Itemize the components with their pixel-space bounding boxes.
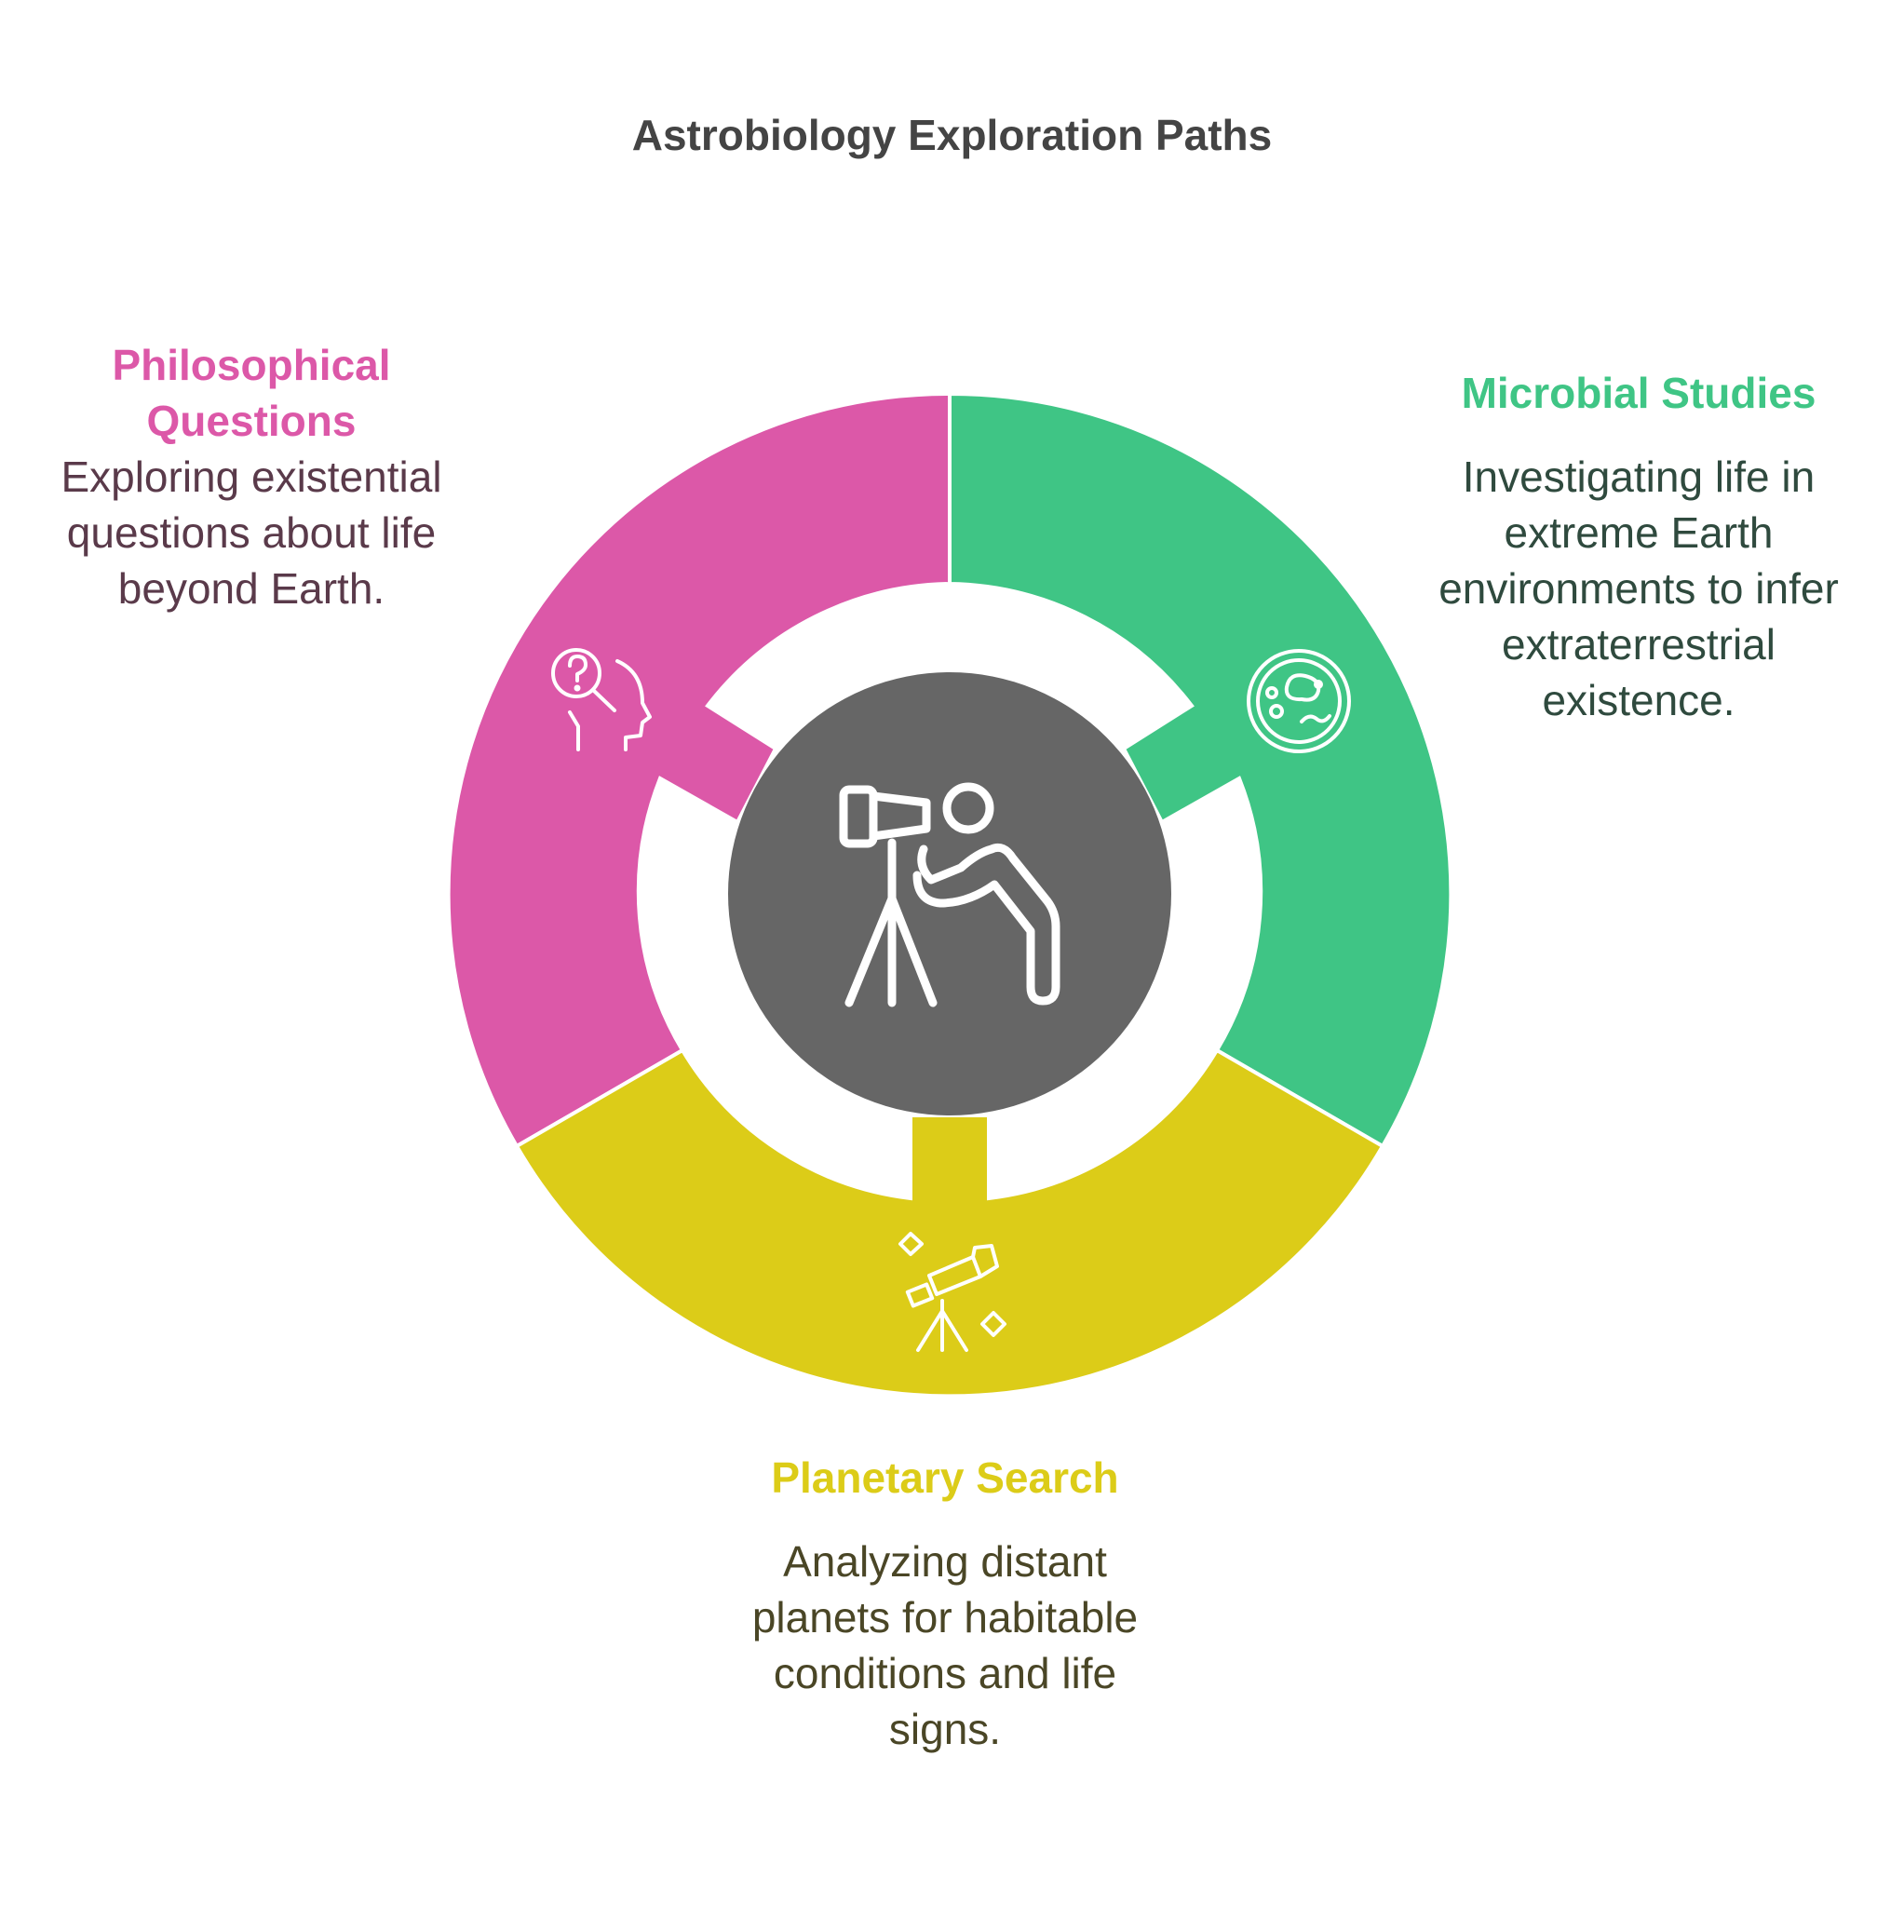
segment-philosophical[interactable]: [446, 391, 952, 1149]
center-circle: [728, 672, 1171, 1115]
microbial-title: Microbial Studies: [1461, 369, 1816, 417]
petri-dish-icon: [1247, 649, 1351, 753]
planetary-title: Planetary Search: [771, 1453, 1119, 1502]
planetary-block: Planetary Search Analyzing distant plane…: [736, 1450, 1155, 1757]
microbial-description: Investigating life in extreme Earth envi…: [1438, 453, 1839, 724]
observer-with-telescope-icon: [839, 782, 1060, 1007]
philosophical-description: Exploring existential questions about li…: [61, 453, 442, 613]
question-head-icon: [551, 648, 652, 751]
philosophical-title: Philosophical Questions: [112, 341, 391, 445]
segment-microbial[interactable]: [948, 391, 1453, 1149]
telescope-stars-icon: [898, 1232, 1006, 1352]
philosophical-block: Philosophical Questions Exploring existe…: [56, 337, 447, 616]
segment-planetary[interactable]: [514, 1047, 1385, 1398]
diagram-title: Astrobiology Exploration Paths: [631, 111, 1273, 159]
microbial-block: Microbial Studies Investigating life in …: [1434, 365, 1843, 728]
planetary-description: Analyzing distant planets for habitable …: [751, 1537, 1139, 1753]
